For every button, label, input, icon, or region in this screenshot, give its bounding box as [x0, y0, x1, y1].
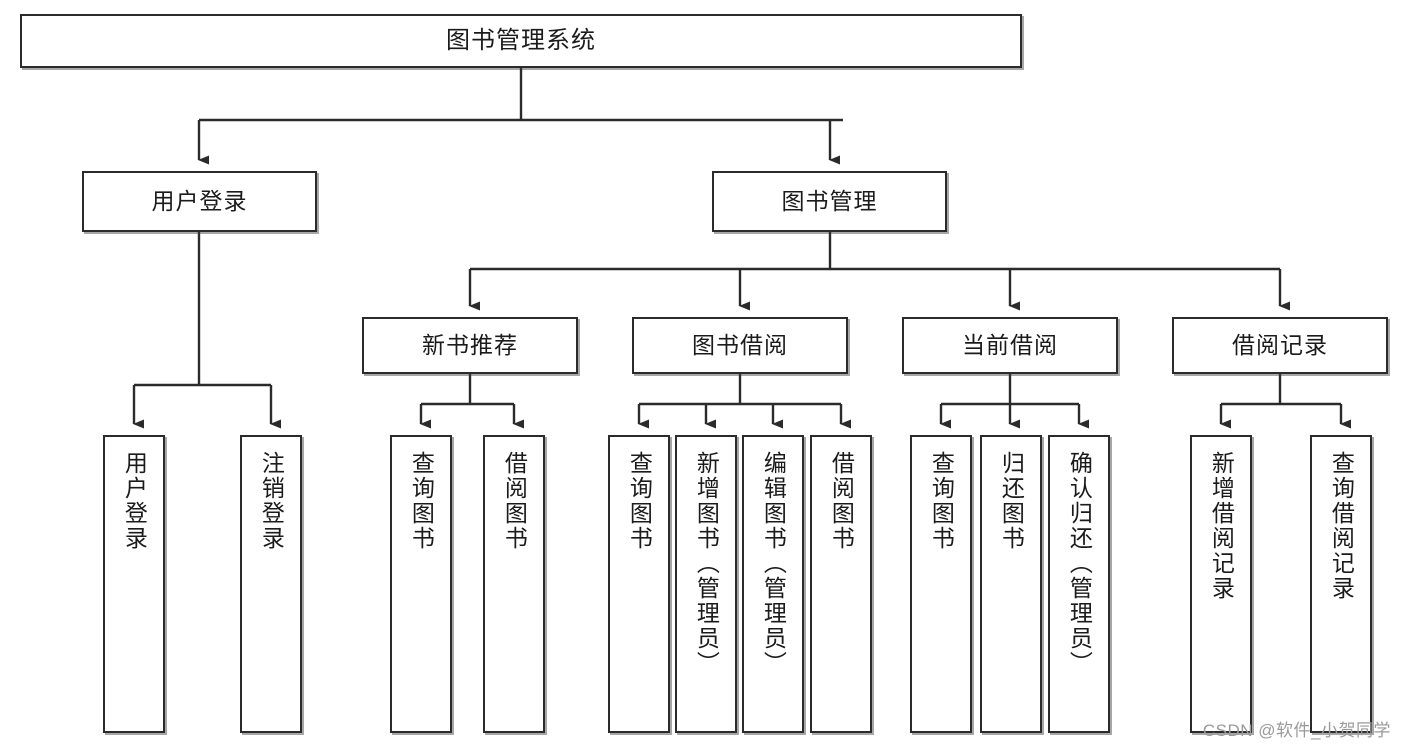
node-user-login[interactable]: 用户登录	[82, 171, 317, 232]
node-book-borrow[interactable]: 图书借阅	[632, 317, 848, 374]
node-new-book-recommend[interactable]: 新书推荐	[362, 317, 578, 374]
node-book-management[interactable]: 图书管理	[712, 171, 947, 232]
node-label: 归还图书	[998, 451, 1025, 551]
node-label: 新增借阅记录	[1208, 451, 1235, 601]
node-label: 用户登录	[121, 451, 148, 551]
node-borrow-record[interactable]: 借阅记录	[1172, 317, 1388, 374]
leaf-new-book-borrow[interactable]: 借阅图书	[483, 435, 545, 733]
node-label: 查询图书	[626, 451, 653, 551]
node-label: 编辑图书（管理员）	[760, 451, 787, 676]
leaf-borrow-record-query[interactable]: 查询借阅记录	[1310, 435, 1372, 733]
node-label: 当前借阅	[962, 331, 1058, 358]
node-label: 借阅图书	[501, 451, 528, 551]
node-label: 图书借阅	[692, 331, 788, 358]
leaf-book-borrow-edit[interactable]: 编辑图书（管理员）	[742, 435, 804, 733]
node-label: 新增图书（管理员）	[693, 451, 720, 676]
node-label: 注销登录	[258, 451, 285, 551]
node-label: 查询借阅记录	[1328, 451, 1355, 601]
leaf-book-borrow-query[interactable]: 查询图书	[608, 435, 670, 733]
node-label: 借阅记录	[1232, 331, 1328, 358]
node-label: 借阅图书	[828, 451, 855, 551]
leaf-current-borrow-confirm-return[interactable]: 确认归还（管理员）	[1048, 435, 1110, 733]
leaf-user-login-login[interactable]: 用户登录	[103, 435, 165, 733]
node-root-system[interactable]: 图书管理系统	[20, 14, 1022, 68]
csdn-watermark: CSDN @软件_小贺同学	[1202, 721, 1391, 740]
leaf-current-borrow-query[interactable]: 查询图书	[910, 435, 972, 733]
node-label: 用户登录	[151, 187, 248, 214]
node-current-borrow[interactable]: 当前借阅	[902, 317, 1118, 374]
leaf-new-book-query[interactable]: 查询图书	[390, 435, 452, 733]
leaf-book-borrow-add[interactable]: 新增图书（管理员）	[675, 435, 737, 733]
node-label: 查询图书	[928, 451, 955, 551]
leaf-current-borrow-return[interactable]: 归还图书	[980, 435, 1042, 733]
leaf-borrow-record-add[interactable]: 新增借阅记录	[1190, 435, 1252, 733]
node-label: 图书管理系统	[446, 26, 596, 54]
node-label: 新书推荐	[422, 331, 518, 358]
node-label: 确认归还（管理员）	[1066, 451, 1093, 676]
node-label: 图书管理	[781, 187, 878, 214]
leaf-user-login-logout[interactable]: 注销登录	[240, 435, 302, 733]
node-label: 查询图书	[408, 451, 435, 551]
leaf-book-borrow-borrow[interactable]: 借阅图书	[810, 435, 872, 733]
